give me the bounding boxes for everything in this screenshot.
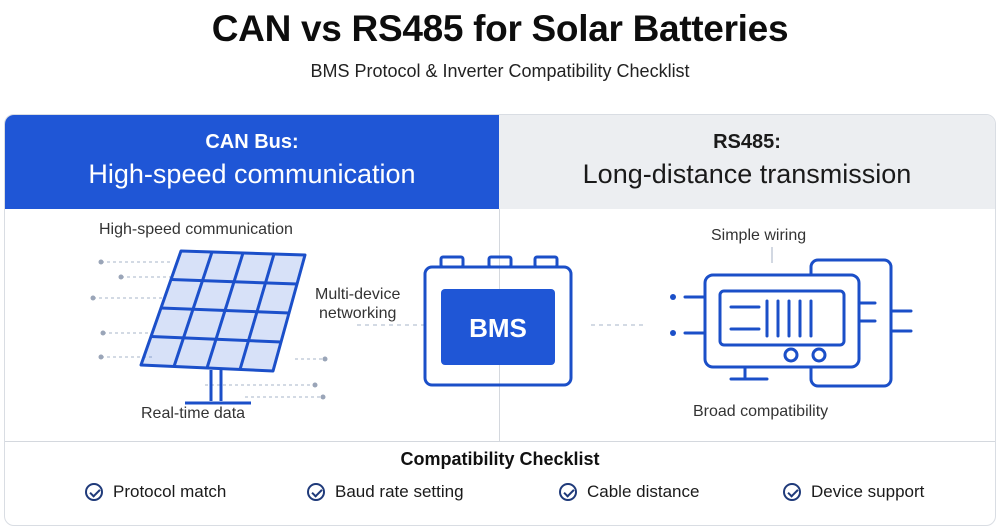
check-circle-icon	[559, 483, 577, 501]
check-circle-icon	[783, 483, 801, 501]
solar-cells	[141, 251, 305, 371]
checklist-item: Protocol match	[85, 481, 226, 503]
section-divider	[5, 441, 995, 442]
can-feature-lines	[93, 261, 325, 398]
check-circle-icon	[85, 483, 103, 501]
can-tagline: High-speed communication	[88, 159, 416, 189]
rs485-header: RS485: Long-distance transmission	[499, 115, 995, 209]
can-feature-dots	[90, 259, 328, 400]
can-feature-bottom: Real-time data	[141, 405, 246, 422]
bms-battery-icon	[423, 255, 573, 387]
can-feature-middle: Multi-device networking	[315, 285, 400, 323]
checklist-item-label: Protocol match	[113, 482, 227, 501]
rs485-feature-bottom: Broad compatibility	[693, 403, 829, 420]
checklist-title: Compatibility Checklist	[400, 449, 600, 469]
rs485-device-icon	[683, 258, 913, 388]
check-circle-icon	[307, 483, 325, 501]
checklist-item: Device support	[783, 481, 924, 503]
rs485-port-dots	[670, 294, 676, 336]
checklist-item: Baud rate setting	[307, 481, 464, 503]
rs485-label: RS485:	[713, 131, 781, 153]
rs485-feature-top: Simple wiring	[711, 227, 807, 244]
rs485-tagline: Long-distance transmission	[582, 159, 912, 189]
protocol-diagram: BMS	[90, 247, 913, 405]
bms-screen	[441, 289, 555, 365]
checklist-item-label: Cable distance	[587, 482, 700, 501]
solar-panel-icon	[139, 249, 307, 405]
page-title: CAN vs RS485 for Solar Batteries	[211, 8, 789, 49]
can-header: CAN Bus: High-speed communication	[5, 115, 499, 209]
page-subtitle: BMS Protocol & Inverter Compatibility Ch…	[310, 61, 690, 81]
checklist-item-label: Device support	[811, 482, 925, 501]
can-feature-top: High-speed communication	[99, 221, 293, 238]
comparison-card: CAN Bus: High-speed communication RS485:…	[4, 114, 996, 526]
checklist-item: Cable distance	[559, 481, 699, 503]
can-feature-middle-line2: networking	[318, 305, 397, 322]
bms-label: BMS	[469, 313, 527, 343]
checklist-item-label: Baud rate setting	[335, 482, 464, 501]
can-label: CAN Bus:	[205, 131, 299, 153]
can-feature-middle-line1: Multi-device	[315, 286, 401, 303]
